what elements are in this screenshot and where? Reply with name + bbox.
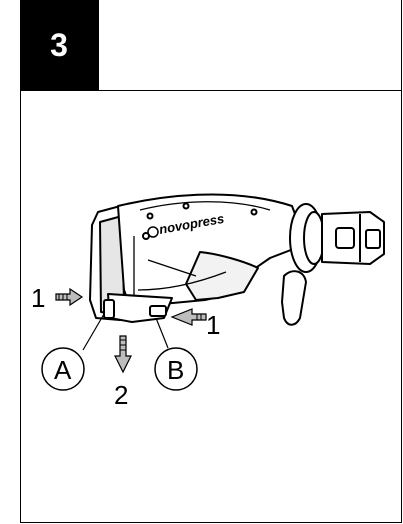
step-number: 3 xyxy=(50,27,68,63)
callout-a-label: A xyxy=(54,355,72,385)
badge-divider-vertical xyxy=(98,0,99,91)
callout-b-label: B xyxy=(167,355,184,385)
step-label-press-right: 1 xyxy=(206,310,220,340)
callout-b xyxy=(154,317,198,391)
pull-arrow-down xyxy=(114,335,132,374)
step-number-badge: 3 xyxy=(20,0,98,91)
press-arrow-left xyxy=(55,287,84,307)
step-label-pull-down: 2 xyxy=(114,380,128,410)
brand-logo-icon xyxy=(147,226,159,238)
press-tool xyxy=(89,193,385,326)
step-label-press-left: 1 xyxy=(31,283,45,313)
badge-divider-horizontal xyxy=(98,90,402,91)
press-arrow-right xyxy=(170,308,207,326)
callout-a xyxy=(41,313,105,391)
